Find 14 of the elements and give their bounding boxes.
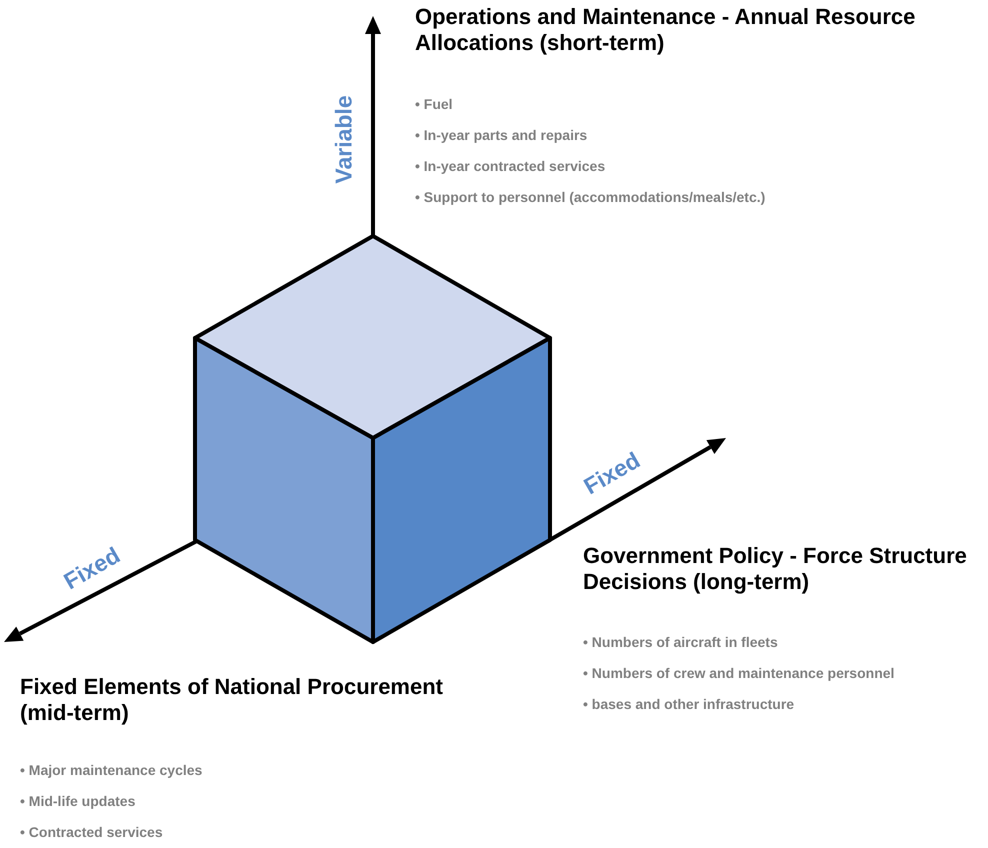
bullet-item: • Numbers of crew and maintenance personnel (583, 665, 894, 682)
bullet-item: • Support to personnel (accommodations/meals/etc.) (415, 189, 766, 206)
heading: Fixed Elements of National Procurement (mid-term) (20, 674, 444, 727)
bullet-item: • Numbers of aircraft in fleets (583, 634, 778, 651)
heading: Government Policy - Force Structure Decisions (long-term) (583, 543, 968, 596)
bullet-item: • In-year contracted services (415, 158, 606, 175)
bullet-item: • Fuel (415, 96, 453, 113)
heading: Operations and Maintenance - Annual Resource Allocations (short-term) (415, 4, 916, 57)
bullet-item: • Mid-life updates (20, 793, 136, 810)
bullet-item: • In-year parts and repairs (415, 127, 588, 144)
axis-label: Variable (332, 95, 356, 184)
bullet-item: • bases and other infrastructure (583, 696, 794, 713)
bullet-item: • Major maintenance cycles (20, 762, 202, 779)
bullet-item: • Contracted services (20, 824, 163, 841)
